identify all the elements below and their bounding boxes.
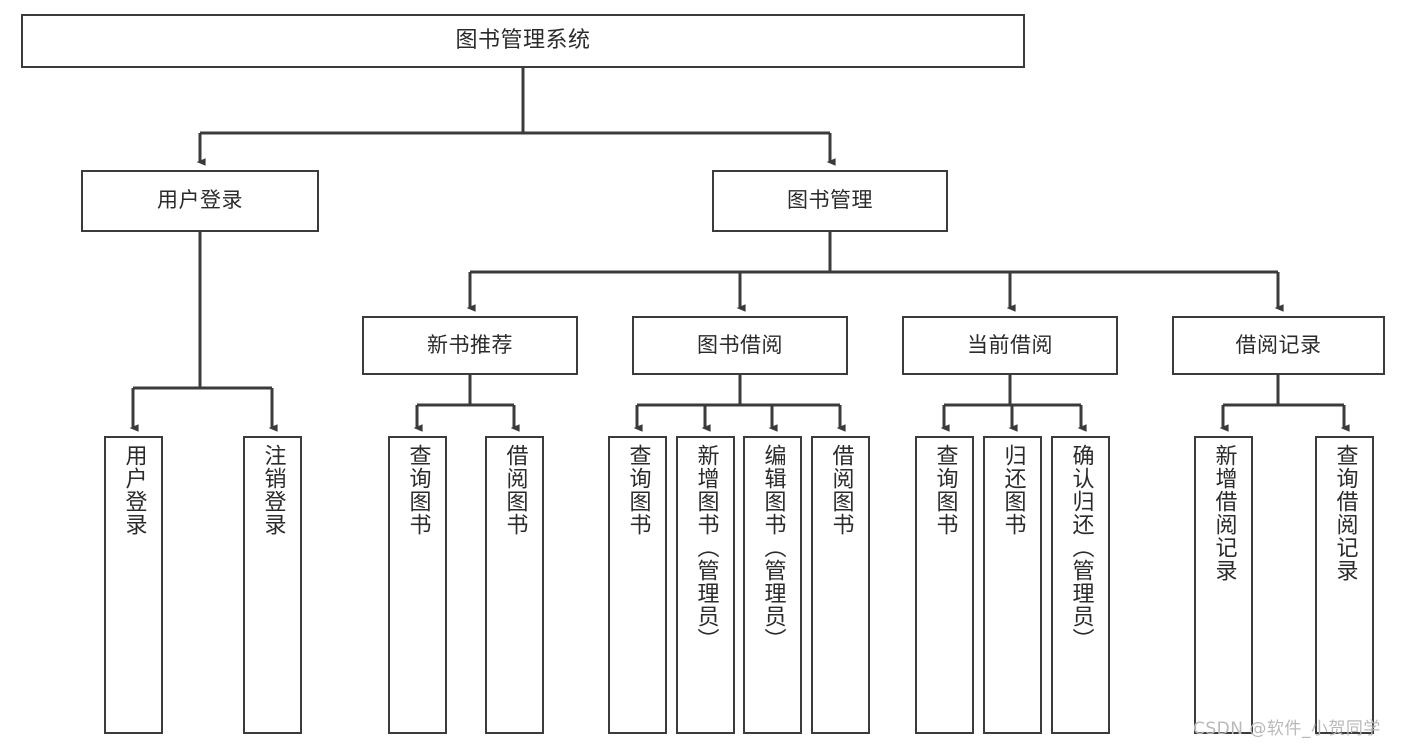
node-label: 查询图书 — [625, 444, 651, 536]
node-user-login[interactable]: 用户登录 — [81, 170, 319, 232]
node-label: 查询图书 — [405, 444, 431, 536]
node-leaf-edit-book[interactable]: 编辑图书（管理员） — [743, 436, 802, 734]
node-root-system[interactable]: 图书管理系统 — [21, 14, 1025, 68]
node-leaf-confirm-return[interactable]: 确认归还（管理员） — [1051, 436, 1110, 734]
csdn-watermark: CSDN @软件_小贺同学 — [1193, 719, 1381, 739]
node-leaf-return-book[interactable]: 归还图书 — [983, 436, 1042, 734]
node-leaf-query-record[interactable]: 查询借阅记录 — [1315, 436, 1374, 734]
node-leaf-add-record[interactable]: 新增借阅记录 — [1194, 436, 1253, 734]
node-borrow-record[interactable]: 借阅记录 — [1172, 316, 1385, 375]
node-label: 新书推荐 — [427, 332, 513, 357]
node-book-manage[interactable]: 图书管理 — [712, 170, 948, 232]
node-label: 当前借阅 — [967, 332, 1053, 357]
node-leaf-query-book-2[interactable]: 查询图书 — [608, 436, 667, 734]
node-leaf-borrow-book-1[interactable]: 借阅图书 — [485, 436, 544, 734]
node-label: 归还图书 — [1000, 444, 1026, 536]
node-new-book-recommend[interactable]: 新书推荐 — [362, 316, 578, 375]
node-current-borrow[interactable]: 当前借阅 — [902, 316, 1118, 375]
node-label: 查询借阅记录 — [1332, 444, 1358, 582]
node-label: 用户登录 — [157, 188, 243, 213]
node-label: 借阅图书 — [828, 444, 854, 536]
node-label: 用户登录 — [121, 444, 147, 536]
node-leaf-query-book-1[interactable]: 查询图书 — [388, 436, 447, 734]
node-book-borrow[interactable]: 图书借阅 — [632, 316, 848, 375]
node-label: 图书管理 — [787, 188, 873, 213]
node-label: 确认归还（管理员） — [1068, 444, 1094, 651]
node-leaf-borrow-book-2[interactable]: 借阅图书 — [811, 436, 870, 734]
node-leaf-query-book-3[interactable]: 查询图书 — [915, 436, 974, 734]
node-leaf-user-login[interactable]: 用户登录 — [104, 436, 163, 734]
node-label: 注销登录 — [260, 444, 286, 536]
node-label: 新增图书（管理员） — [693, 444, 719, 651]
node-label: 借阅图书 — [502, 444, 528, 536]
node-leaf-add-book[interactable]: 新增图书（管理员） — [676, 436, 735, 734]
node-label: 借阅记录 — [1235, 332, 1322, 357]
node-label: 查询图书 — [932, 444, 958, 536]
node-label: 新增借阅记录 — [1211, 444, 1237, 582]
node-label: 编辑图书（管理员） — [760, 444, 786, 651]
node-label: 图书管理系统 — [455, 27, 591, 53]
node-label: 图书借阅 — [697, 332, 783, 357]
node-leaf-logout[interactable]: 注销登录 — [243, 436, 302, 734]
